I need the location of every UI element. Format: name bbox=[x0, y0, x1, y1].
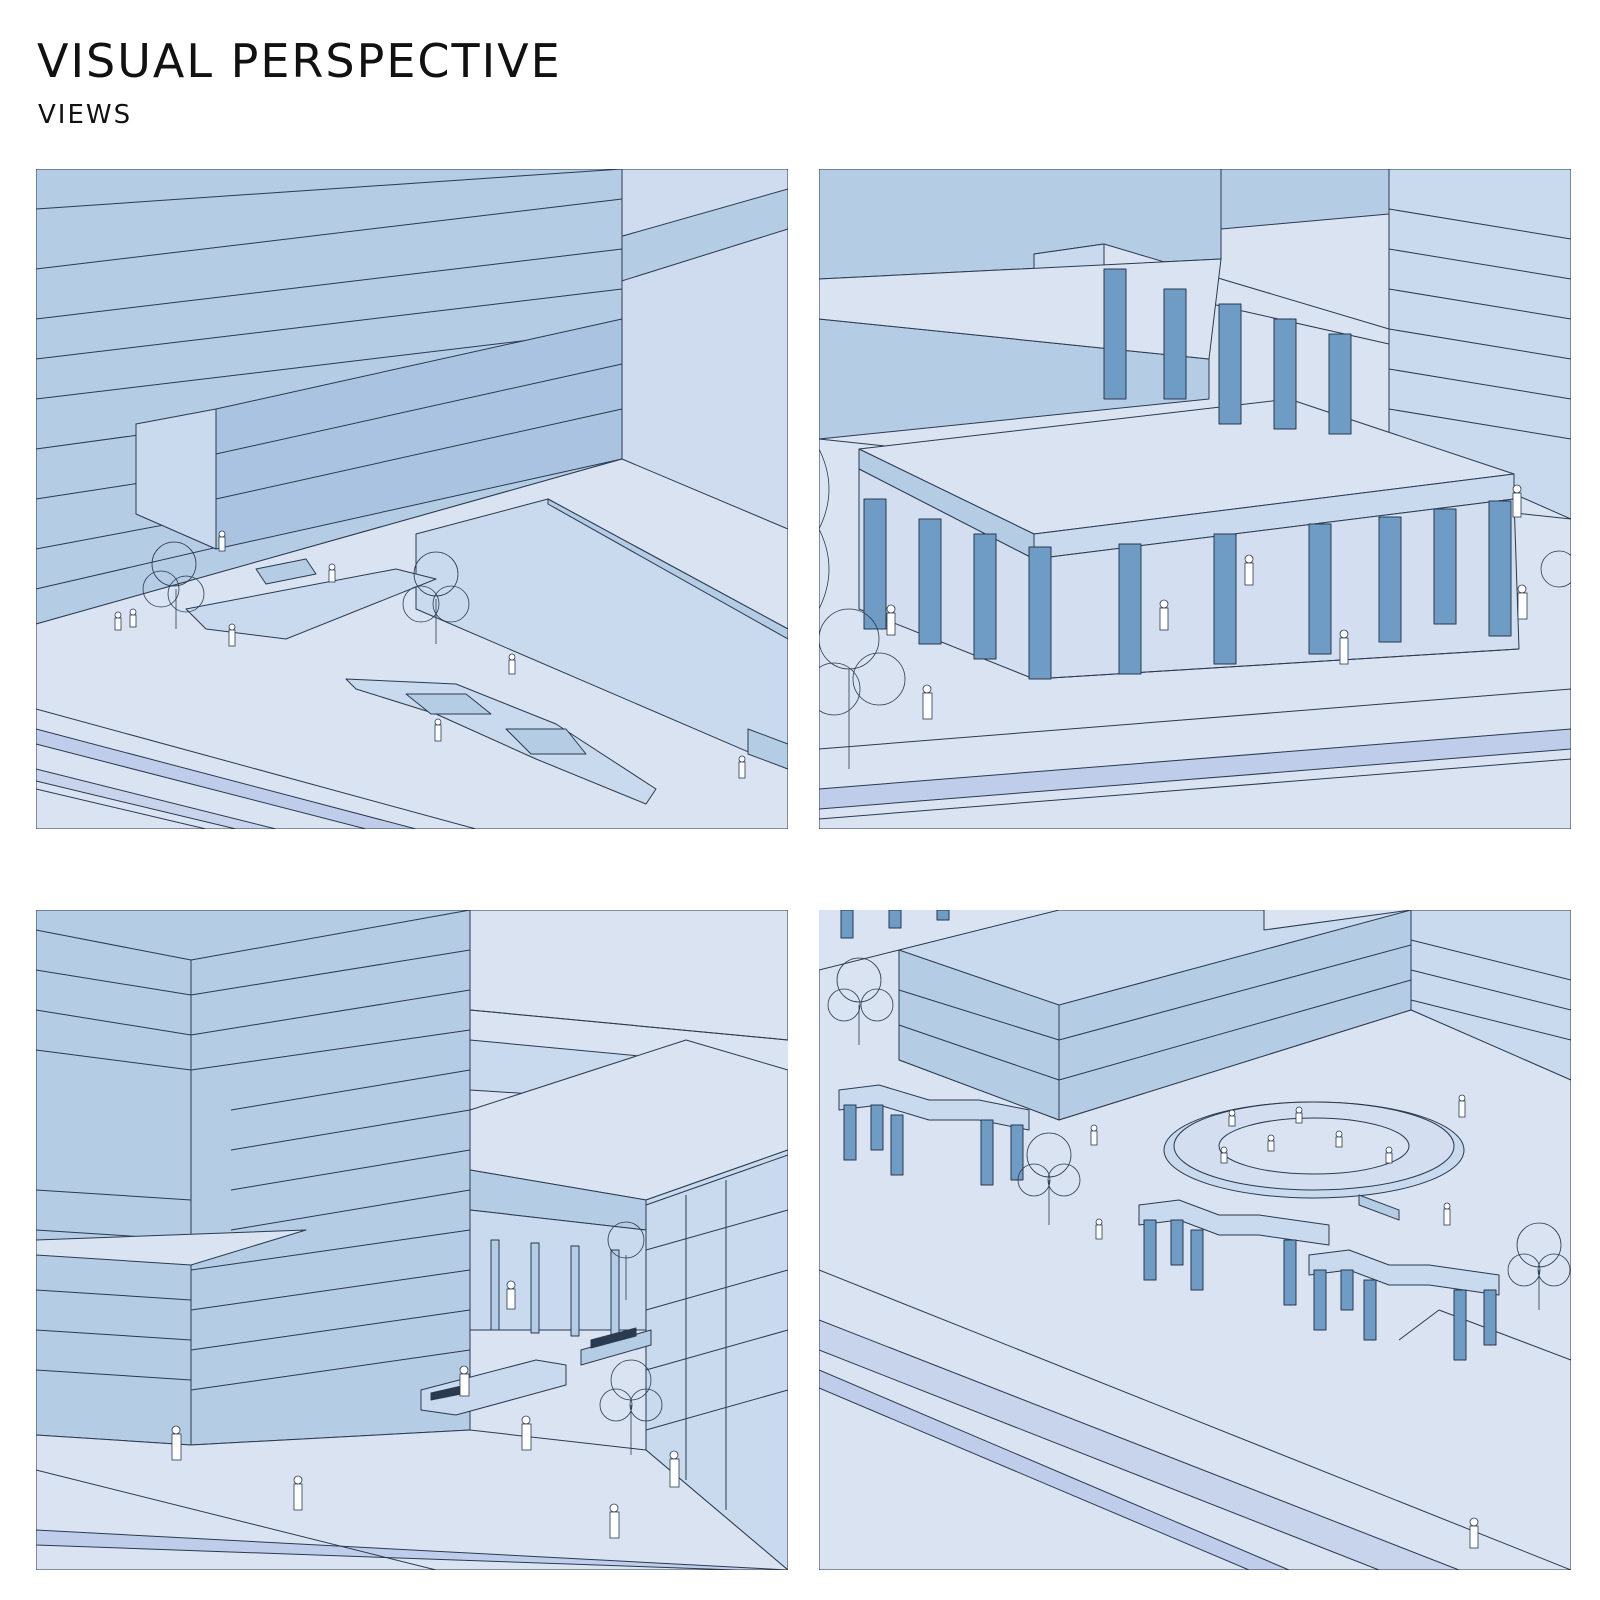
view-1-drawing bbox=[36, 169, 788, 829]
view-panel-2 bbox=[819, 169, 1571, 829]
view-panel-4 bbox=[819, 910, 1571, 1570]
view-4-drawing bbox=[819, 910, 1571, 1570]
page-title: VISUAL PERSPECTIVE bbox=[37, 34, 562, 88]
page-subtitle: VIEWS bbox=[38, 100, 133, 130]
view-3-drawing bbox=[36, 910, 788, 1570]
view-panel-3 bbox=[36, 910, 788, 1570]
view-2-drawing bbox=[819, 169, 1571, 829]
view-panel-1 bbox=[36, 169, 788, 829]
